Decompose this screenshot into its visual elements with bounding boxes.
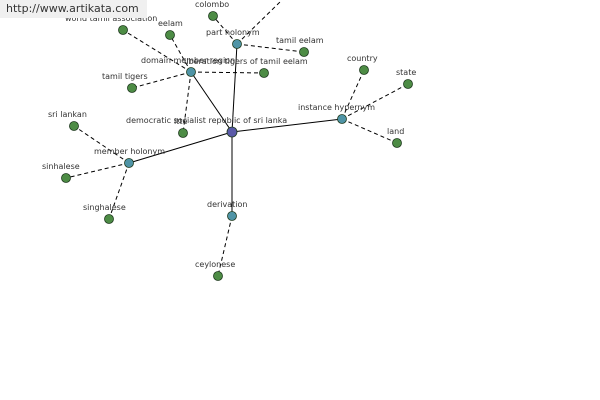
edge-l_srilankan [73, 125, 130, 164]
edge-l_wtamil [122, 29, 192, 73]
edge-center-r_domain [190, 71, 233, 133]
watermark-link[interactable]: http://www.artikata.com [0, 0, 147, 18]
edge-l_liberation [190, 71, 265, 74]
center-label: democratic socialist republic of sri lan… [126, 116, 287, 125]
center-node[interactable] [226, 126, 238, 138]
relation-label: instance hypernym [298, 103, 375, 112]
edge-center-r_part [231, 43, 238, 133]
leaf-label: sinhalese [42, 162, 80, 171]
leaf-label: singhalese [83, 203, 126, 212]
leaf-node[interactable] [118, 25, 128, 35]
leaf-label: eelam [158, 19, 183, 28]
edge-l_tamileelam [236, 43, 305, 53]
leaf-node[interactable] [165, 30, 175, 40]
relation-label: derivation [207, 200, 247, 209]
leaf-node[interactable] [69, 121, 79, 131]
leaf-node[interactable] [259, 68, 269, 78]
leaf-node[interactable] [61, 173, 71, 183]
leaf-label: country [347, 54, 378, 63]
leaf-label: colombo [195, 0, 229, 9]
leaf-node[interactable] [403, 79, 413, 89]
leaf-label: sri lankan [48, 110, 87, 119]
relation-label: domain member region [141, 56, 235, 65]
edge-l_colombo [212, 15, 238, 45]
relation-label: member holonym [94, 147, 165, 156]
edge-l_ltte [182, 71, 192, 134]
leaf-node[interactable] [208, 11, 218, 21]
leaf-node[interactable] [213, 271, 223, 281]
leaf-node[interactable] [178, 128, 188, 138]
leaf-label: ltte [174, 117, 187, 126]
leaf-node[interactable] [299, 47, 309, 57]
relation-node[interactable] [124, 158, 134, 168]
leaf-node[interactable] [127, 83, 137, 93]
edge-l_singhalese [108, 162, 130, 220]
relation-node[interactable] [227, 211, 237, 221]
leaf-label: liberation tigers of tamil eelam [184, 57, 308, 66]
leaf-label: land [387, 127, 404, 136]
edge-l_ceylonese [217, 215, 233, 277]
leaf-node[interactable] [104, 214, 114, 224]
labels-layer: colombo tamil eelam world tamil associatio… [42, 0, 416, 269]
relation-label: part holonym [206, 28, 260, 37]
edge-l_state [341, 83, 409, 120]
relation-node[interactable] [337, 114, 347, 124]
nodes-layer [61, 11, 413, 281]
leaf-label: world tamil association [65, 14, 157, 23]
edge-l_eelam [169, 34, 192, 73]
edge-l_land [341, 118, 398, 144]
edge-center-r_instance [231, 118, 343, 133]
edge-l_country [341, 69, 365, 120]
leaf-label: tamil eelam [276, 36, 324, 45]
relation-node[interactable] [186, 67, 196, 77]
leaf-label: state [396, 68, 416, 77]
leaf-label: ceylonese [195, 260, 235, 269]
edge-center-r_member [128, 131, 233, 164]
leaf-label: tamil tigers [102, 72, 148, 81]
edge-l_sinhalese [65, 162, 130, 179]
leaf-node[interactable] [359, 65, 369, 75]
edge-l_tamiltigers [131, 71, 192, 89]
edges-layer [65, 0, 409, 277]
leaf-node[interactable] [392, 138, 402, 148]
edge-part-holonym-offscreen [236, 0, 283, 45]
relation-node[interactable] [232, 39, 242, 49]
